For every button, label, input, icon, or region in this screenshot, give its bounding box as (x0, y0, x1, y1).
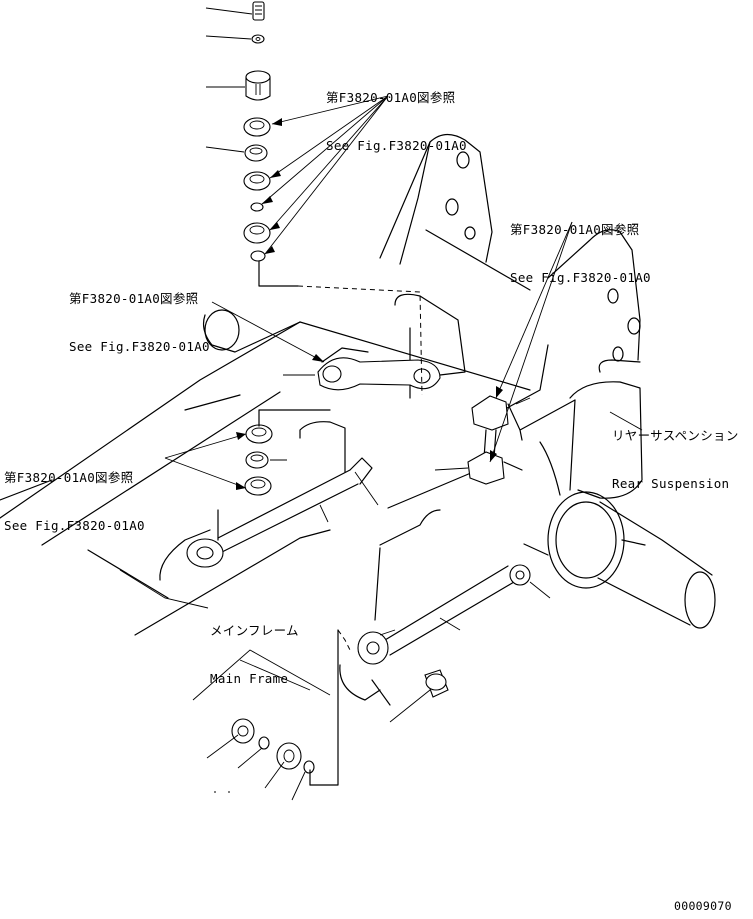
main-frame-body (0, 133, 641, 706)
callout-left-en: See Fig.F3820-01A0 (4, 518, 145, 533)
callout-arrows-mid (489, 221, 573, 463)
callout-arrows-upper-left (211, 301, 325, 363)
callout-upper-left: 第F3820-01A0図参照 See Fig.F3820-01A0 (69, 259, 210, 371)
rear-suspension-leader (609, 411, 643, 431)
callout-arrows-left (164, 432, 247, 490)
stabilizer-link (467, 395, 523, 485)
callout-upper-left-en: See Fig.F3820-01A0 (69, 339, 210, 354)
fastener-stack-top (243, 1, 271, 262)
label-main-frame: メインフレーム Main Frame (210, 591, 299, 703)
fastener-stack-bottom (231, 669, 449, 774)
fastener-stack-left (244, 424, 273, 496)
label-main-frame-en: Main Frame (210, 671, 289, 686)
leader-lines (192, 7, 551, 801)
label-main-frame-jp: メインフレーム (210, 623, 299, 638)
callout-top-right-jp: 第F3820-01A0図参照 (326, 90, 456, 105)
callout-arrows-top (261, 95, 389, 255)
callout-top-right: 第F3820-01A0図参照 See Fig.F3820-01A0 (326, 58, 467, 170)
callout-upper-left-jp: 第F3820-01A0図参照 (69, 291, 199, 306)
assembly-lines (217, 261, 423, 786)
callout-left-jp: 第F3820-01A0図参照 (4, 470, 134, 485)
callout-top-right-en: See Fig.F3820-01A0 (326, 138, 467, 153)
callout-mid-right-en: See Fig.F3820-01A0 (510, 270, 651, 285)
upper-link (317, 347, 441, 391)
label-rear-suspension-jp: リヤーサスペンション (612, 428, 739, 443)
label-rear-suspension-en: Rear Suspension (612, 476, 730, 491)
lateral-rod (186, 457, 531, 701)
rear-suspension-housing (523, 381, 716, 629)
figure-code: 00009070 (674, 899, 732, 913)
label-rear-suspension: リヤーサスペンション Rear Suspension (612, 396, 739, 508)
main-frame-leader (119, 569, 209, 609)
callout-left: 第F3820-01A0図参照 See Fig.F3820-01A0 (4, 438, 145, 550)
callout-mid-right: 第F3820-01A0図参照 See Fig.F3820-01A0 (510, 190, 651, 302)
callout-mid-right-jp: 第F3820-01A0図参照 (510, 222, 640, 237)
